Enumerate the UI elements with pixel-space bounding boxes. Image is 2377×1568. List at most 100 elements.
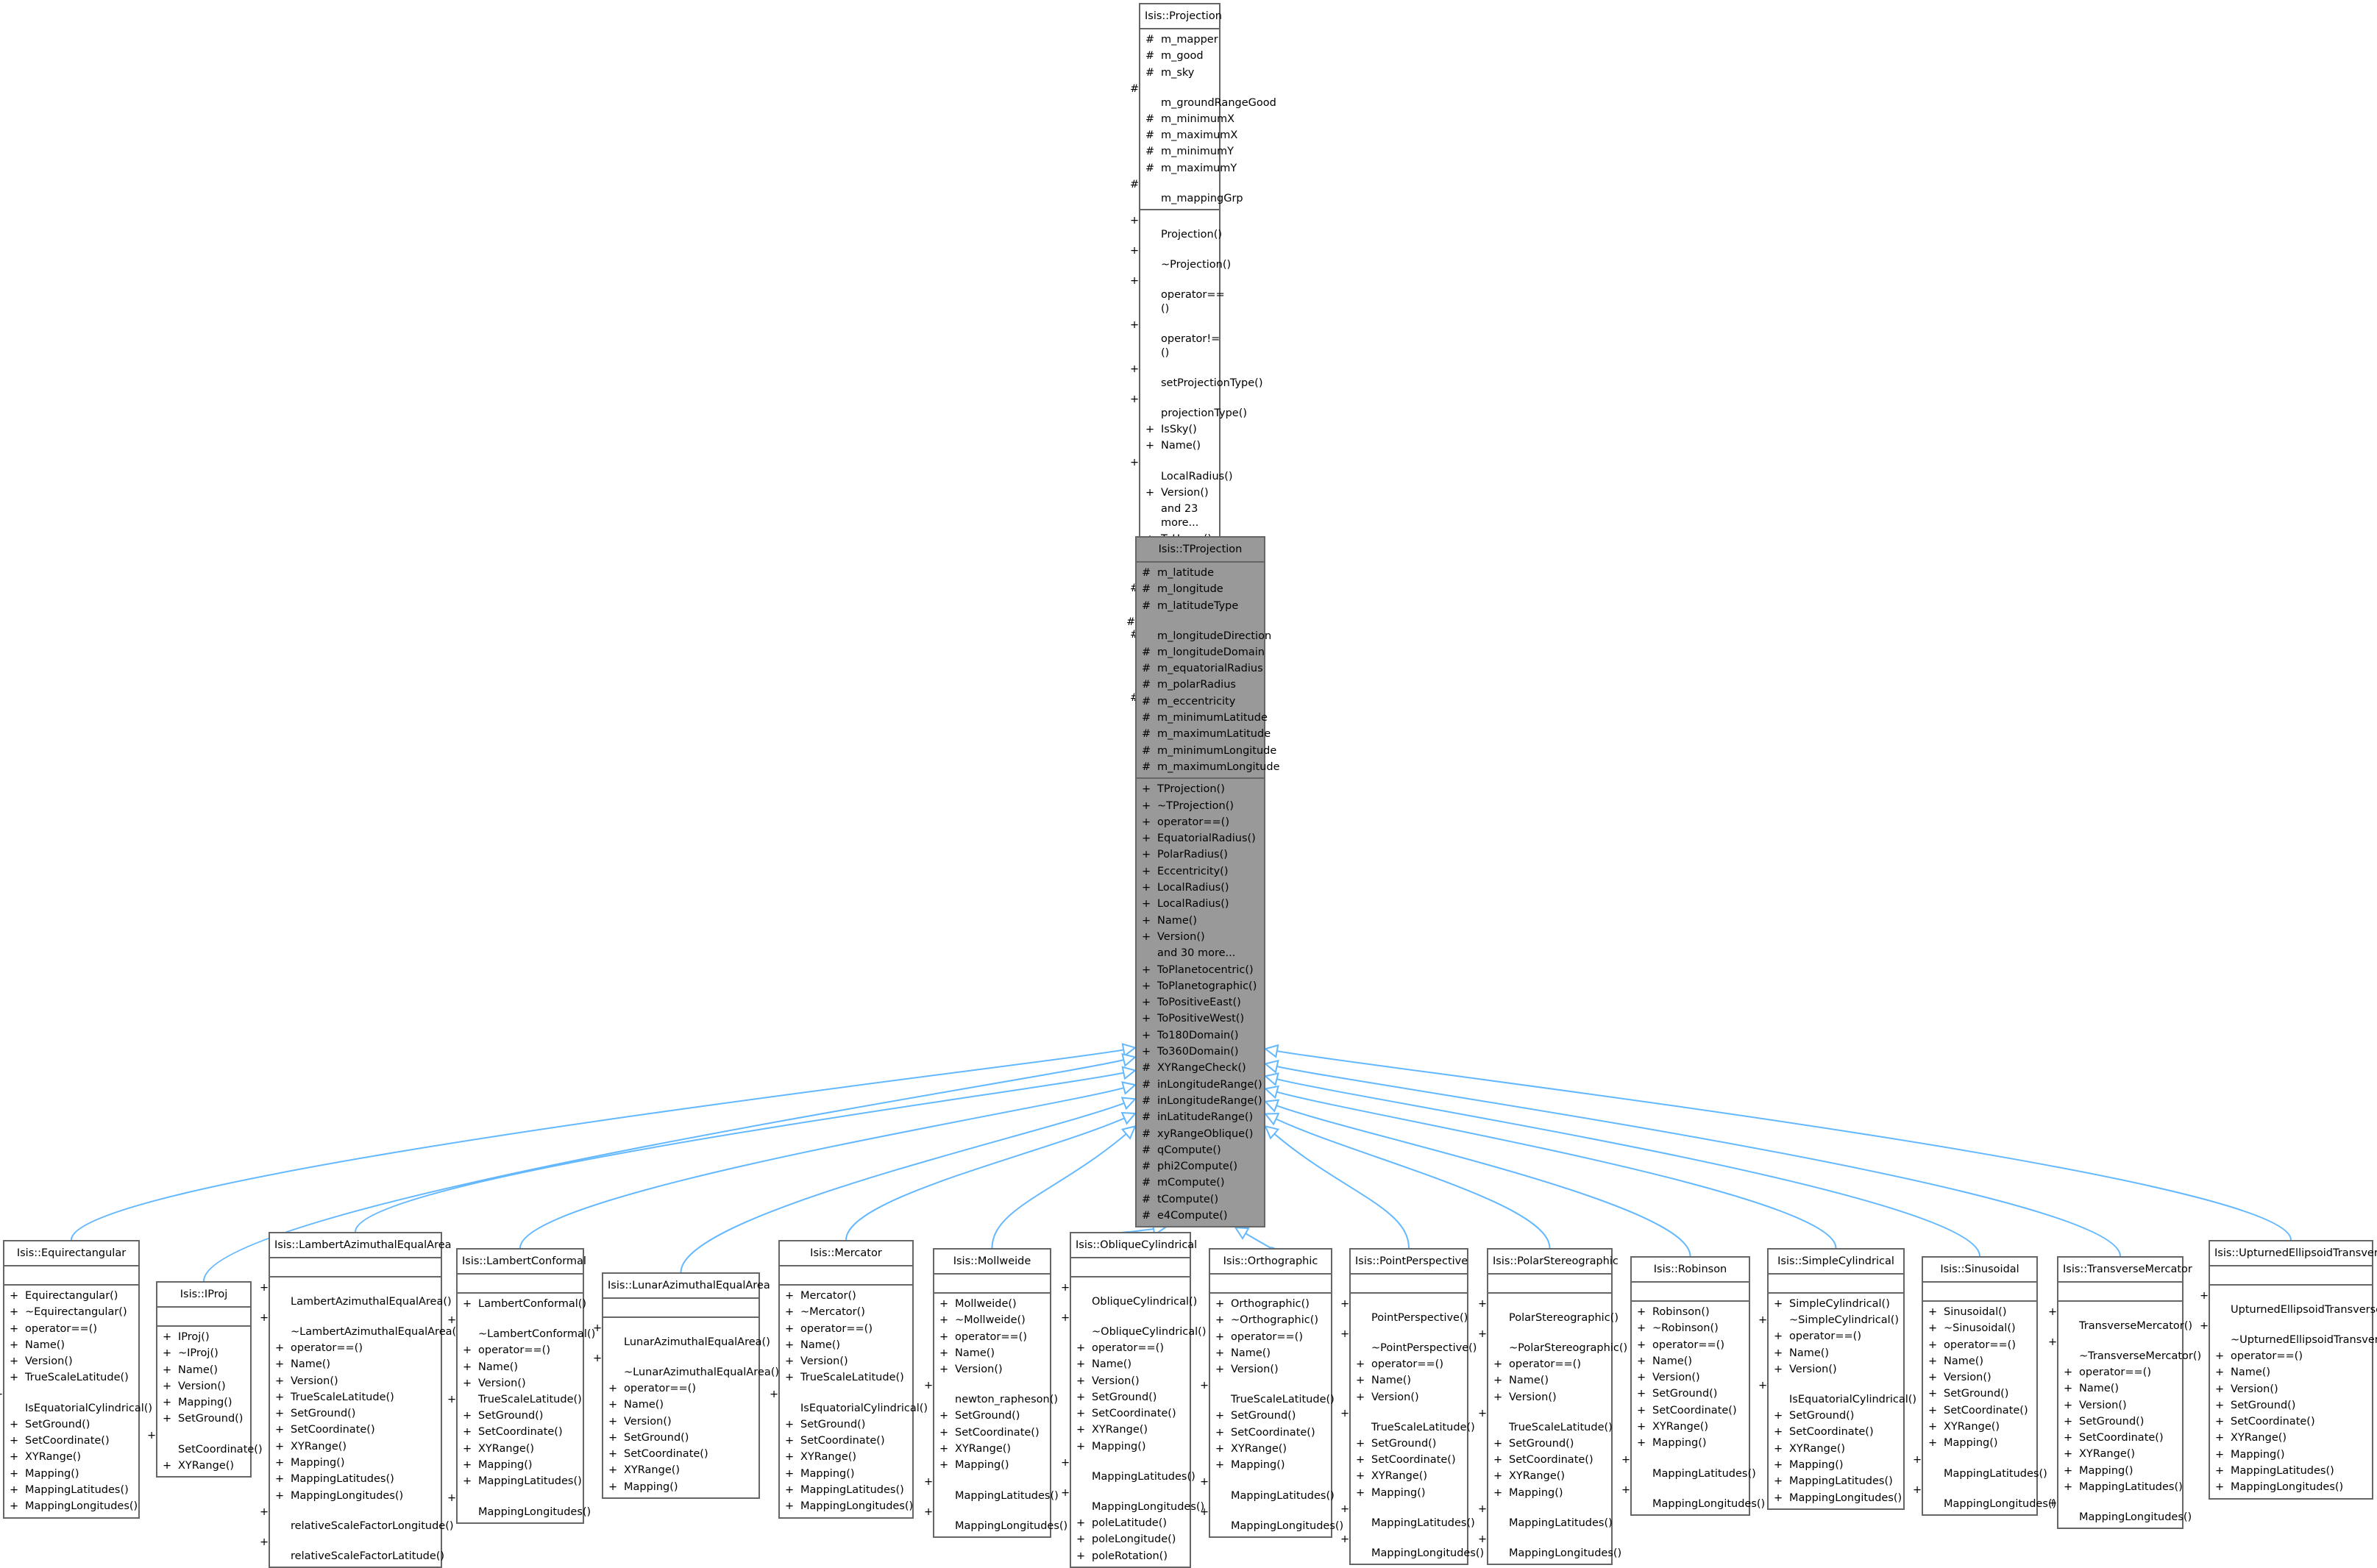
attributes-section [1769, 1275, 1903, 1294]
method-row: +setProjectionType() [1130, 361, 1262, 391]
class-box-tprojection[interactable]: Isis::TProjection#m_latitude#m_longitude… [1126, 536, 1280, 1228]
visibility-symbol: + [1076, 1342, 1086, 1354]
attribute-row: #m_mappingGrp [1130, 177, 1243, 207]
visibility-symbol: # [1145, 50, 1155, 63]
attribute-name: m_mapper [1161, 34, 1218, 46]
visibility-symbol: + [785, 1306, 795, 1319]
visibility-symbol: + [1340, 1298, 1350, 1310]
method-name: Mercator() [800, 1290, 856, 1302]
method-name: IsEquatorialCylindrical() [25, 1402, 153, 1414]
visibility-symbol: + [2064, 1432, 2073, 1444]
visibility-symbol: + [10, 1355, 19, 1368]
method-name: MappingLatitudes() [1944, 1467, 2047, 1480]
visibility-symbol: + [1774, 1330, 1783, 1343]
class-box-sinusoidal[interactable]: Isis::Sinusoidal+Sinusoidal()+~Sinusoida… [1913, 1256, 2056, 1516]
class-box-lambertazimuthal[interactable]: Isis::LambertAzimuthalEqualArea+LambertA… [260, 1232, 461, 1568]
class-box-obliquecylindrical[interactable]: Isis::ObliqueCylindrical+ObliqueCylindri… [1061, 1232, 1207, 1568]
attributes-section [2210, 1266, 2372, 1286]
method-row: +ToPositiveEast() [1137, 994, 1264, 1011]
method-row: +operator==() [1488, 1356, 1611, 1372]
class-box-simplecylindrical[interactable]: Isis::SimpleCylindrical+SimpleCylindrica… [1758, 1248, 1916, 1510]
class-box-lunarazimuthal[interactable]: Isis::LunarAzimuthalEqualArea+LunarAzimu… [593, 1272, 779, 1500]
method-name: Mapping() [1371, 1486, 1426, 1499]
method-row: +SetCoordinate() [1210, 1425, 1331, 1441]
method-name: Name() [1944, 1355, 1984, 1367]
visibility-symbol: + [1142, 1029, 1151, 1041]
method-row: +MappingLatitudes() [270, 1471, 441, 1487]
method-row: +SetGround() [157, 1411, 250, 1427]
class-title: Isis::SimpleCylindrical [1769, 1250, 1903, 1275]
visibility-symbol: + [1215, 1347, 1225, 1359]
class-box-equirectangular[interactable]: Isis::Equirectangular+Equirectangular()+… [0, 1240, 152, 1519]
method-row: +MappingLatitudes() [1478, 1501, 1613, 1531]
method-row: #phi2Compute() [1137, 1158, 1264, 1175]
attributes-section [1351, 1275, 1467, 1294]
visibility-symbol: + [1637, 1437, 1646, 1450]
inheritance-arrowhead-equirectangular [1121, 1043, 1137, 1058]
visibility-symbol: + [608, 1383, 618, 1394]
method-name: Name() [2079, 1383, 2120, 1395]
class-box-polarstereographic[interactable]: Isis::PolarStereographic+PolarStereograp… [1478, 1248, 1627, 1566]
class-box-iproj[interactable]: Isis::IProj+IProj()+~IProj()+Name()+Vers… [147, 1281, 263, 1478]
method-row: +~UpturnedEllipsoidTransverseAzimuthal() [2200, 1318, 2377, 1348]
method-row: +operator==() [1130, 273, 1225, 317]
method-row: +Mapping() [157, 1394, 250, 1411]
method-row: +MappingLatitudes() [1340, 1501, 1475, 1531]
visibility-symbol: + [608, 1448, 618, 1461]
visibility-symbol: # [1142, 760, 1151, 773]
class-box-lambertconformal[interactable]: Isis::LambertConformal+LambertConformal(… [447, 1248, 595, 1524]
method-row: +SetCoordinate() [2210, 1414, 2372, 1430]
method-row: +TransverseMercator() [2048, 1304, 2192, 1334]
method-name: XYRange() [1231, 1443, 1287, 1455]
method-name: ~Robinson() [1652, 1322, 1719, 1335]
visibility-symbol: + [1356, 1391, 1365, 1403]
visibility-symbol: + [275, 1391, 285, 1403]
method-row: +IsSky() [1140, 421, 1219, 438]
class-title: Isis::Robinson [1632, 1258, 1749, 1283]
visibility-symbol: + [1478, 1503, 1488, 1516]
visibility-symbol: + [1340, 1533, 1350, 1546]
class-box-transversemercator[interactable]: Isis::TransverseMercator+TransverseMerca… [2048, 1256, 2201, 1530]
visibility-symbol: + [463, 1459, 472, 1472]
method-name: MappingLatitudes() [1652, 1467, 1756, 1480]
class-box-orthographic[interactable]: Isis::Orthographic+Orthographic()+~Ortho… [1200, 1248, 1343, 1538]
methods-section: +TProjection()+~TProjection()+operator==… [1137, 779, 1264, 1226]
method-row: +operator==() [1769, 1328, 1903, 1344]
visibility-symbol: + [924, 1380, 934, 1392]
visibility-symbol: # [1142, 1094, 1151, 1107]
method-name: Mapping() [1789, 1459, 1844, 1472]
method-name: Mapping() [800, 1467, 855, 1480]
method-name: ~UpturnedEllipsoidTransverseAzimuthal() [2231, 1334, 2377, 1346]
method-row: +Name() [603, 1397, 758, 1413]
method-row: +SetGround() [1351, 1436, 1467, 1452]
visibility-symbol: + [275, 1473, 285, 1486]
class-title: Isis::IProj [157, 1283, 250, 1308]
method-row: +Name() [934, 1345, 1050, 1361]
method-name: operator==() [1161, 289, 1225, 316]
visibility-symbol: + [163, 1380, 172, 1392]
class-box-mercator[interactable]: Isis::Mercator+Mercator()+~Mercator()+op… [770, 1240, 928, 1519]
class-box-upturnedellipsoid[interactable]: Isis::UpturnedEllipsoidTransverseAzimuth… [2200, 1240, 2377, 1500]
method-row: +~Robinson() [1632, 1320, 1749, 1336]
method-name: Version() [1092, 1375, 1140, 1387]
visibility-symbol: + [275, 1358, 285, 1371]
class-box-pointperspective[interactable]: Isis::PointPerspective+PointPerspective(… [1340, 1248, 1484, 1566]
inheritance-edge-sinusoidal [1276, 1078, 1980, 1257]
method-name: Mollweide() [955, 1298, 1017, 1310]
attribute-row: #m_minimumLongitude [1137, 743, 1276, 759]
attribute-row: #m_minimumY [1140, 143, 1234, 160]
visibility-symbol: # [1142, 567, 1151, 579]
method-name: MappingLatitudes() [1092, 1471, 1195, 1483]
class-box-robinson[interactable]: Isis::Robinson+Robinson()+~Robinson()+op… [1621, 1256, 1765, 1516]
class-box-mollweide[interactable]: Isis::Mollweide+Mollweide()+~Mollweide()… [924, 1248, 1067, 1538]
method-name: TrueScaleLatitude() [25, 1372, 129, 1384]
visibility-symbol: + [10, 1435, 19, 1447]
methods-section: +UpturnedEllipsoidTransverseAzimuthal()+… [2200, 1286, 2377, 1498]
visibility-symbol: + [1076, 1550, 1086, 1562]
method-name: Version() [1789, 1363, 1837, 1375]
method-name: SetCoordinate() [1944, 1404, 2028, 1416]
attribute-name: m_sky [1161, 66, 1195, 79]
method-row: +~TProjection() [1137, 798, 1264, 814]
method-row: +Orthographic() [1210, 1296, 1331, 1312]
visibility-symbol: # [1145, 146, 1155, 158]
